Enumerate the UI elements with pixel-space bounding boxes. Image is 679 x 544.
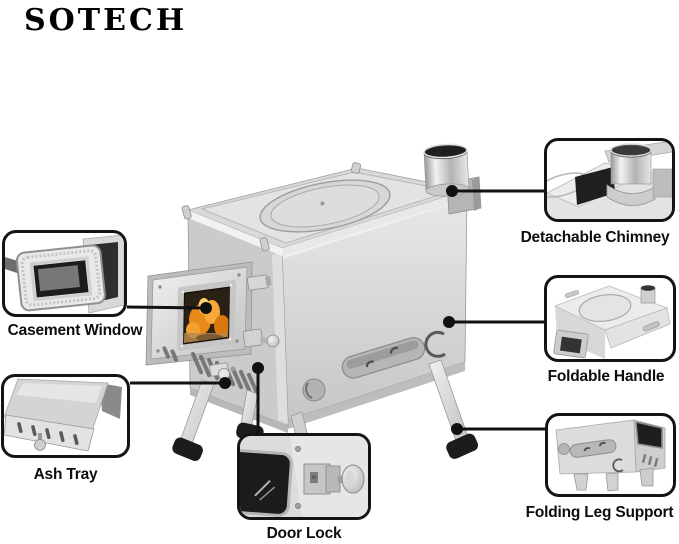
callout-box-ash-tray bbox=[1, 374, 130, 458]
door-hinge bbox=[246, 274, 272, 291]
folding-leg-support-photo bbox=[555, 419, 666, 492]
ash-tray-photo bbox=[4, 378, 122, 452]
brand-logo: SOTECH bbox=[24, 3, 188, 38]
callout-label-folding-leg-support: Folding Leg Support bbox=[525, 504, 674, 521]
callout-box-door-lock bbox=[237, 433, 371, 520]
callout-box-foldable-handle bbox=[544, 275, 676, 362]
cooktop-plate bbox=[259, 179, 391, 233]
callout-box-casement-window bbox=[2, 230, 127, 317]
callout-box-detachable-chimney bbox=[544, 138, 675, 222]
ash-tray-knob bbox=[209, 362, 236, 380]
callout-box-folding-leg-support bbox=[545, 413, 676, 497]
stove-door bbox=[145, 261, 280, 366]
stove-top bbox=[181, 162, 468, 256]
casement-window-photo bbox=[5, 234, 124, 314]
detachable-chimney-photo bbox=[547, 141, 672, 219]
callout-label-casement-window: Casement Window bbox=[7, 322, 143, 339]
callout-label-door-lock: Door Lock bbox=[266, 525, 342, 542]
callout-lines bbox=[126, 185, 546, 435]
door-latch bbox=[242, 328, 280, 348]
foldable-handle-photo bbox=[553, 285, 671, 359]
door-lock-photo bbox=[240, 436, 368, 517]
callout-label-detachable-chimney: Detachable Chimney bbox=[520, 229, 670, 246]
callout-label-foldable-handle: Foldable Handle bbox=[547, 368, 665, 385]
fire-window bbox=[184, 288, 229, 343]
callout-label-ash-tray: Ash Tray bbox=[33, 466, 98, 483]
lid-clamps bbox=[181, 162, 361, 252]
